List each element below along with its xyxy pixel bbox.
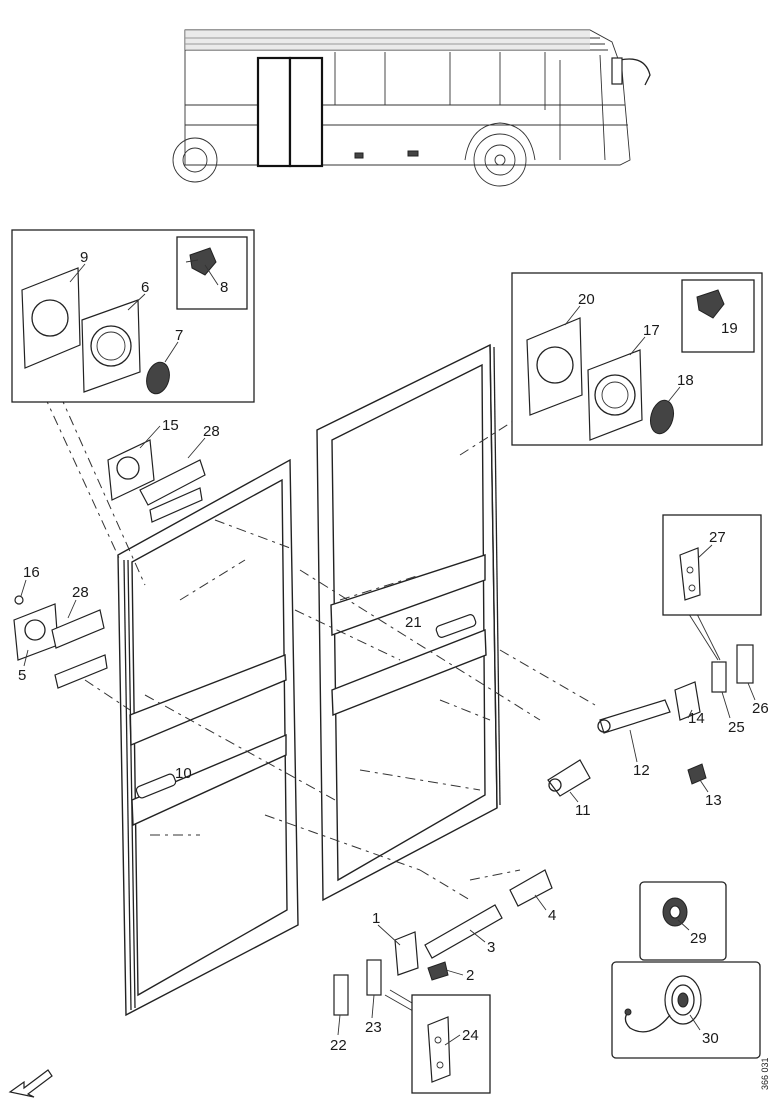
left-door-leaf [117, 458, 299, 1017]
part-label-6: 6 [141, 279, 149, 296]
part-label-23: 23 [365, 1019, 382, 1036]
part-label-21: 21 [405, 614, 422, 631]
part-label-9: 9 [80, 249, 88, 266]
part-label-30: 30 [702, 1030, 719, 1047]
part-label-14: 14 [688, 710, 705, 727]
leader-lines [20, 263, 756, 1046]
part-label-1: 1 [372, 910, 380, 927]
part-label-12: 12 [633, 762, 650, 779]
part-number-labels: 9 8 6 7 15 28 16 28 5 10 20 19 17 18 21 … [18, 249, 770, 1090]
part-label-18: 18 [677, 372, 694, 389]
part-label-8: 8 [220, 279, 228, 296]
part-label-28-bottom: 28 [72, 584, 89, 601]
part-label-26: 26 [752, 700, 769, 717]
part-label-7: 7 [175, 327, 183, 344]
part-label-29: 29 [690, 930, 707, 947]
part-label-5: 5 [18, 667, 26, 684]
part-label-25: 25 [728, 719, 745, 736]
part-label-24: 24 [462, 1027, 479, 1044]
part-label-28-top: 28 [203, 423, 220, 440]
detail-box-27 [662, 514, 762, 616]
part-label-13: 13 [705, 792, 722, 809]
detail-box-right [511, 272, 763, 446]
part-label-20: 20 [578, 291, 595, 308]
part-label-2: 2 [466, 967, 474, 984]
part-label-17: 17 [643, 322, 660, 339]
loose-parts [8, 439, 754, 1098]
detail-box-29 [639, 881, 727, 961]
part-label-11: 11 [575, 802, 591, 819]
part-label-10: 10 [175, 765, 192, 782]
part-label-15: 15 [162, 417, 179, 434]
detail-box-24 [411, 994, 491, 1094]
right-door-leaf [316, 343, 501, 902]
bus-illustration [172, 29, 651, 187]
detail-box-left [11, 229, 255, 403]
part-label-3: 3 [487, 939, 495, 956]
part-label-4: 4 [548, 907, 556, 924]
part-label-16: 16 [23, 564, 40, 581]
drawing-code: 366 031 [760, 1057, 770, 1090]
part-label-19: 19 [721, 320, 738, 337]
part-label-22: 22 [330, 1037, 347, 1054]
detail-box-30 [611, 961, 761, 1059]
part-label-27: 27 [709, 529, 726, 546]
